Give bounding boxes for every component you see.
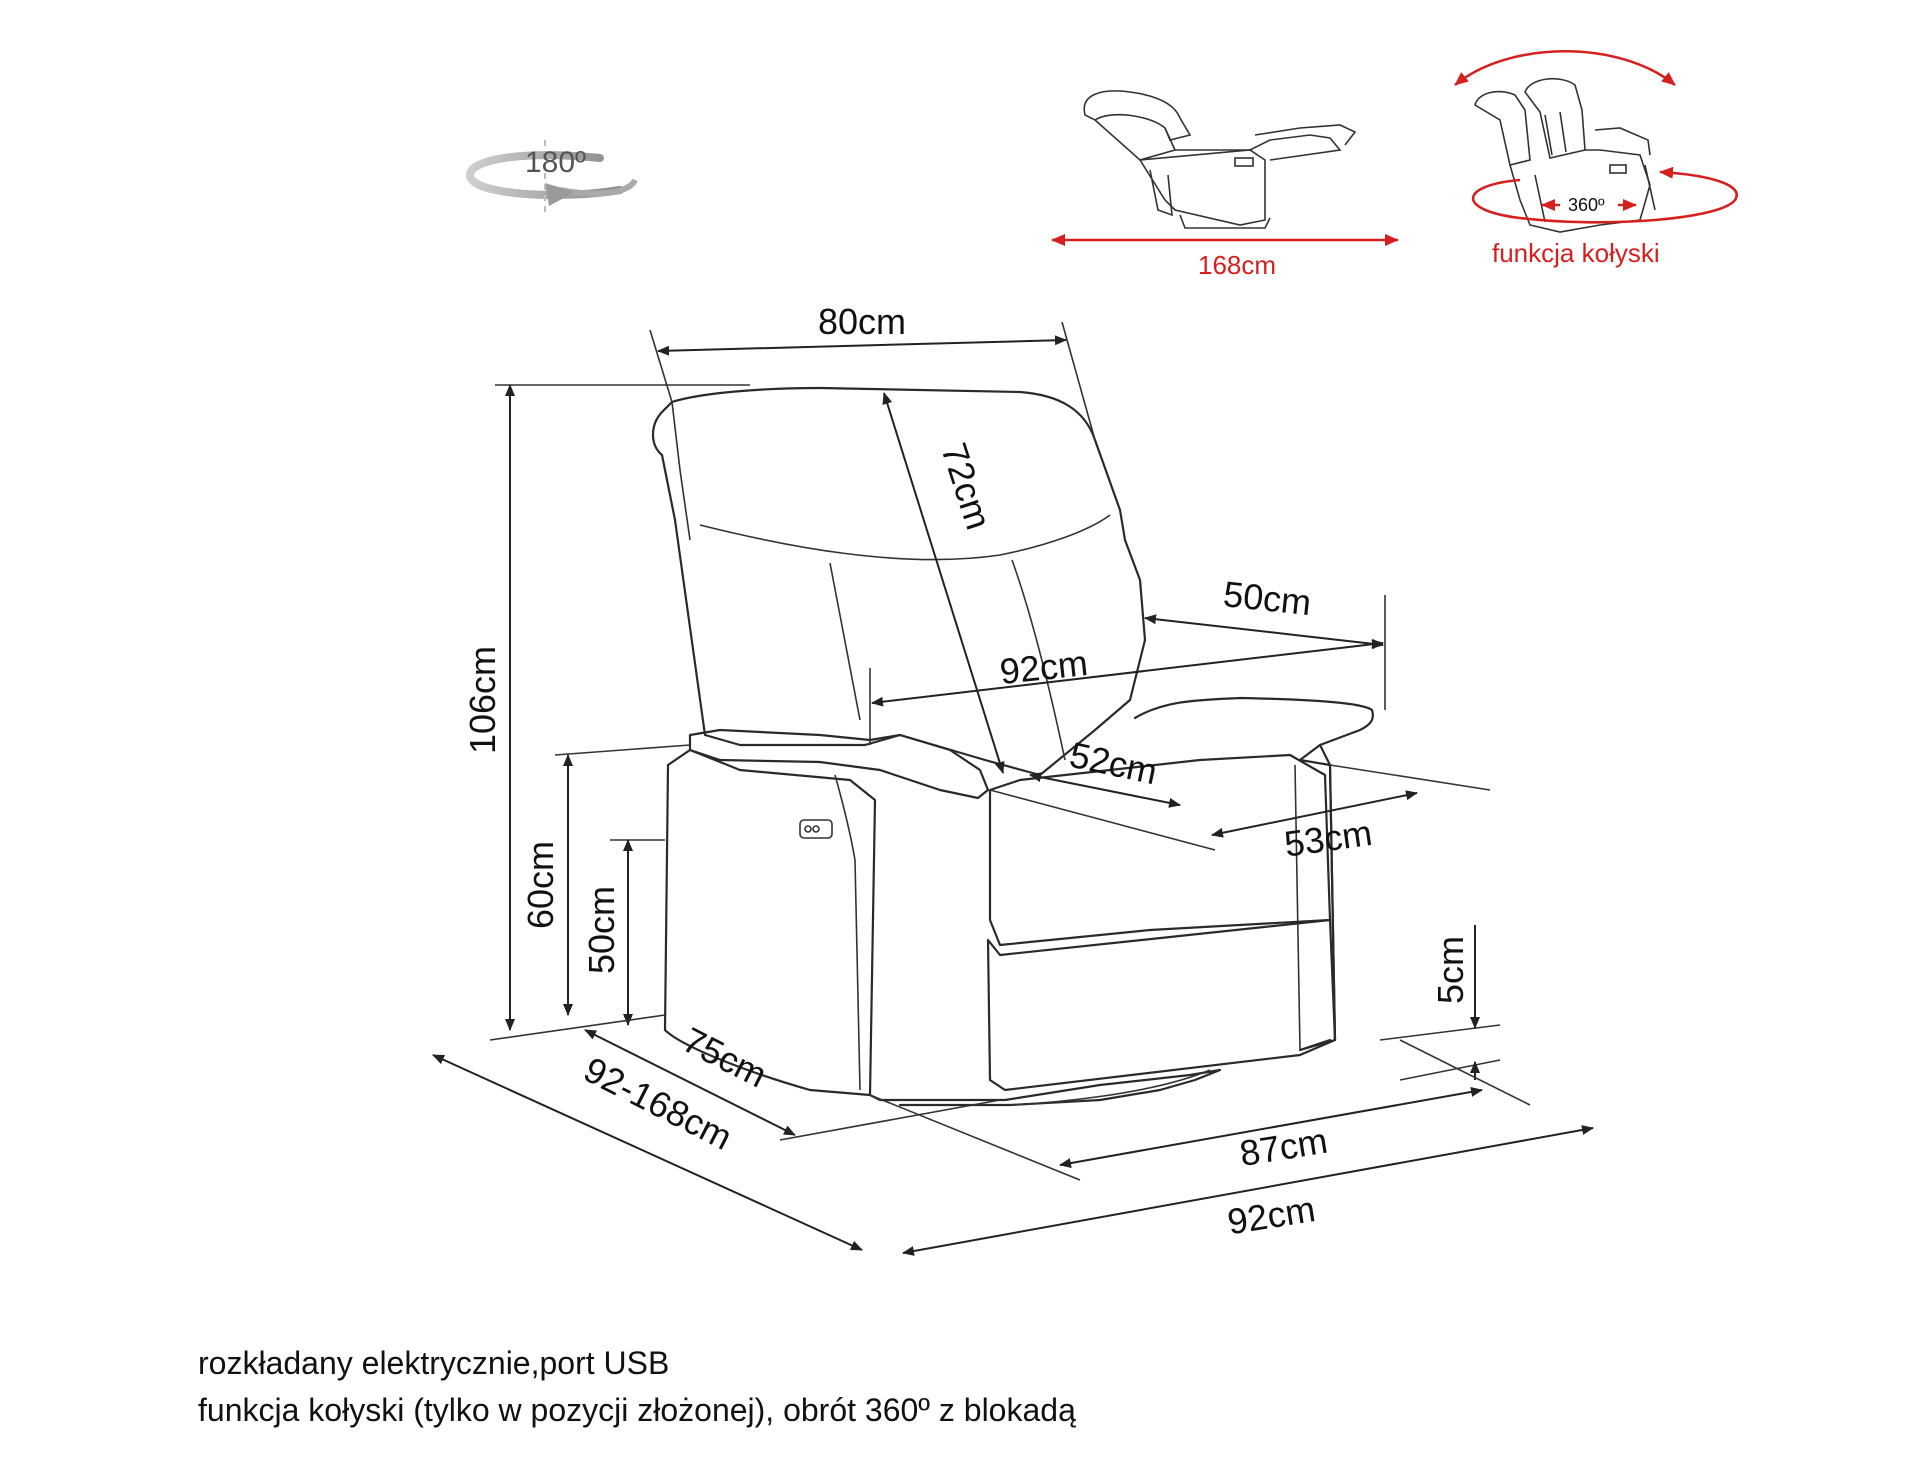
rocking-chair-thumbnail: 360º funkcja kołyski	[1454, 49, 1738, 268]
feature-caption-rocking: funkcja kołyski (tylko w pozycji złożone…	[198, 1392, 1076, 1428]
feature-caption-electric: rozkładany elektrycznie,port USB	[198, 1345, 670, 1381]
total-height-label: 106cm	[462, 646, 503, 754]
rotation-360-label: 360º	[1568, 195, 1605, 215]
backrest-height-label: 72cm	[933, 438, 999, 534]
seat-width-label: 52cm	[1066, 734, 1161, 792]
armrest-length-label: 50cm	[1221, 573, 1313, 623]
recliner-main-drawing	[651, 386, 1374, 1107]
rocking-function-label: funkcja kołyski	[1492, 238, 1660, 268]
reclined-chair-thumbnail: 168cm	[1051, 90, 1399, 280]
inner-width-label: 92cm	[998, 642, 1090, 692]
rotation-180-label: 180º	[525, 146, 586, 179]
armrest-height-label: 60cm	[520, 841, 561, 929]
backrest-width-label: 80cm	[818, 301, 906, 342]
base-clearance-label: 5cm	[1430, 936, 1471, 1004]
seat-height-label: 50cm	[581, 886, 622, 974]
rotation-180-icon: 180º	[465, 140, 638, 212]
recline-length-label: 168cm	[1198, 250, 1276, 280]
dimension-lines: 80cm 72cm 106cm 50cm 92cm 52cm 53cm 60cm…	[432, 301, 1594, 1256]
total-width-label: 92cm	[1225, 1188, 1318, 1242]
base-width-label: 87cm	[1237, 1120, 1330, 1174]
